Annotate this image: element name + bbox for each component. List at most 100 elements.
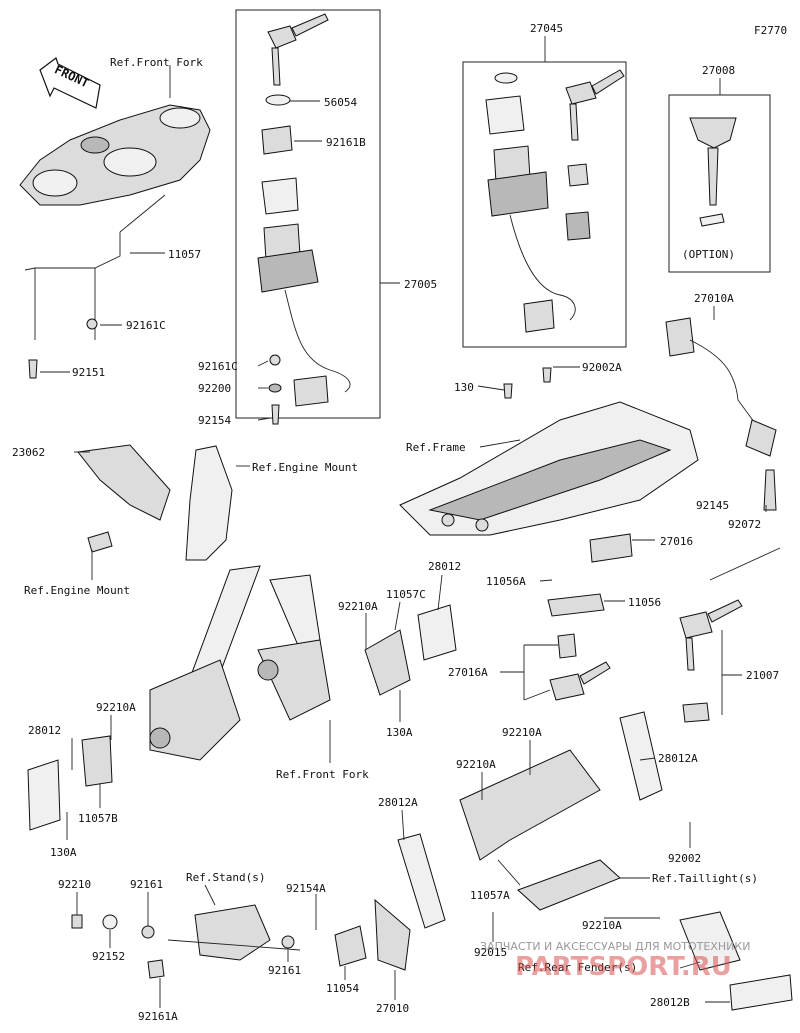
bracket-11057c [364,629,411,696]
label-27008: 27008 [702,64,735,77]
label-130a-left: 130A [50,846,77,859]
label-21007: 21007 [746,669,779,682]
washer-92161c-center [269,354,281,366]
label-23062: 23062 [12,446,45,459]
option-key-box [668,94,771,273]
lock-cylinder-1 [567,163,589,187]
bolt-92210 [71,914,83,929]
reflector-28012b [729,974,793,1011]
label-ref-stands: Ref.Stand(s) [186,871,265,884]
front-arrow-icon [39,57,101,109]
key-set-harness [509,214,576,321]
key-set-switch [487,145,549,217]
diagram-code: F2770 [754,24,787,37]
label-92161c-left: 92161C [126,319,166,332]
label-92200: 92200 [198,382,231,395]
label-92002a: 92002A [582,361,622,374]
label-11057a: 11057A [470,889,510,902]
reflector-28012a-right [619,711,663,801]
label-option: (OPTION) [682,248,735,261]
washer-92161-top [141,925,155,939]
key-set-connector [523,299,555,333]
reflector-28012-left [27,759,61,831]
ignition-switch-box [235,9,381,419]
ignition-connector [293,375,329,407]
label-92161b: 92161B [326,136,366,149]
key-21007 [679,599,743,723]
label-92002: 92002 [668,852,701,865]
label-28012a-right: 28012A [658,752,698,765]
label-27016: 27016 [660,535,693,548]
label-92210a-bottom: 92210A [582,919,622,932]
washer-92161-bottom [281,935,295,949]
label-ref-taillights: Ref.Taillight(s) [652,872,758,885]
bolt-130 [503,383,513,399]
label-11056a: 11056A [486,575,526,588]
ignition-harness [284,289,351,393]
front-fork-reference [149,565,331,761]
cap-92161b [261,125,293,155]
band-92072 [709,547,781,581]
cover-27045 [485,95,525,135]
label-92210a-fork: 92210A [338,600,378,613]
label-92161a: 92161A [138,1010,178,1023]
label-92210a-left: 92210A [96,701,136,714]
label-92145: 92145 [696,499,729,512]
watermark-logo: PARTSPORT.RU [515,952,732,982]
engine-mount-reference [185,445,233,561]
bolt-92002a [542,367,552,383]
frame-reference [399,401,699,536]
label-92072: 92072 [728,518,761,531]
key-set-key [565,69,625,141]
plate-11054 [334,925,367,967]
label-27045: 27045 [530,22,563,35]
upper-triple-clamp [19,104,211,206]
sensor-27010a [665,317,777,457]
rear-fender-reference [679,911,741,971]
label-28012a-center: 28012A [378,796,418,809]
label-92161-top: 92161 [130,878,163,891]
label-130: 130 [454,381,474,394]
sensor-27016 [589,533,633,563]
plate-11056 [547,593,605,617]
leader-lines [40,36,767,1008]
bracket-leader-lines [34,268,96,340]
label-ref-front-fork-top: Ref.Front Fork [110,56,203,69]
label-11056: 11056 [628,596,661,609]
switch-cover [261,177,299,215]
bracket-11057a [459,749,601,861]
washer-92200 [268,383,282,393]
label-11057: 11057 [168,248,201,261]
washer-27045 [494,72,518,84]
ignition-key-top [267,13,329,86]
spring-92145 [763,469,777,511]
label-27016a: 27016A [448,666,488,679]
bolt-92151 [28,359,38,379]
label-92210a-right2: 92210A [456,758,496,771]
label-130a-center: 130A [386,726,413,739]
watermark-caption: ЗАПЧАСТИ И АКСЕССУАРЫ ДЛЯ МОТОТЕХНИКИ [480,940,750,953]
label-27010a: 27010A [694,292,734,305]
washer-92161c-left [86,318,98,330]
label-28012b: 28012B [650,996,690,1009]
label-11057b: 11057B [78,812,118,825]
label-92161c-center: 92161C [198,360,238,373]
option-key-icon [689,117,737,227]
label-92152: 92152 [92,950,125,963]
label-92154: 92154 [198,414,231,427]
cap-92161a [147,959,165,979]
rear-fender-bracket [517,859,621,911]
label-92154a: 92154A [286,882,326,895]
label-27005: 27005 [404,278,437,291]
label-28012-left: 28012 [28,724,61,737]
label-56054: 56054 [324,96,357,109]
stand-reference [194,904,271,961]
label-92210: 92210 [58,878,91,891]
label-11057c: 11057C [386,588,426,601]
label-92015: 92015 [474,946,507,959]
label-92151: 92151 [72,366,105,379]
wire-bracket-11057 [24,194,166,300]
washer-56054 [265,94,291,106]
ignition-switch-body [257,223,319,293]
